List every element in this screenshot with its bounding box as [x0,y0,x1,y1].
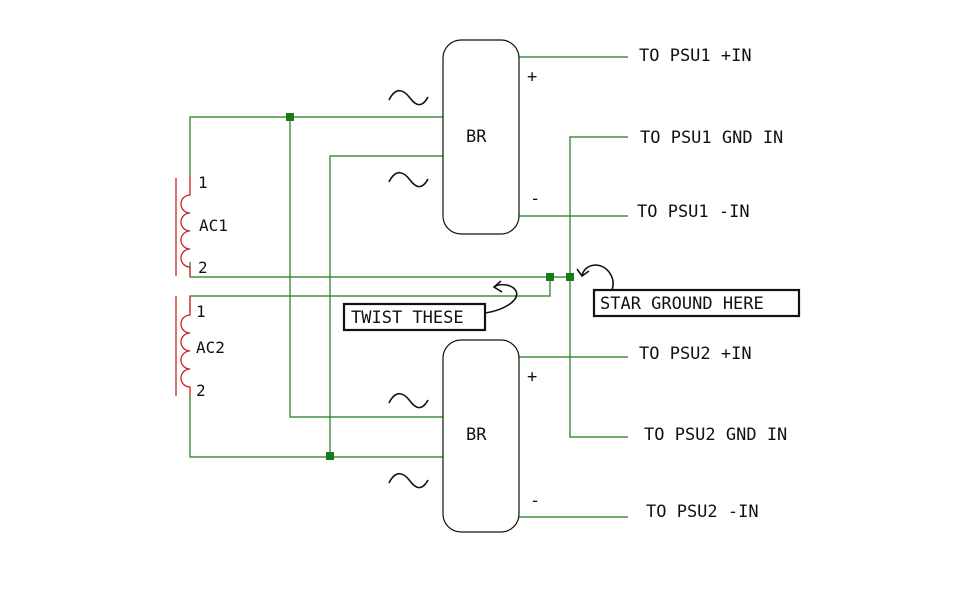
output-labels: TO PSU1 +IN TO PSU1 GND IN TO PSU1 -IN T… [637,46,787,522]
bridge-label: BR [466,425,487,445]
wire-ac1-pin1 [189,116,450,176]
junction-dot-twist [546,273,554,281]
arrowhead-icon [576,268,590,278]
junction-dot-star-ground [566,273,574,281]
transformer-ac1: 1 AC1 2 [175,173,228,277]
bridge-rectifier-2: BR + - [388,339,540,533]
transformer-ac2: 1 AC2 2 [175,296,225,400]
junction-dot [326,452,334,460]
wire-ac1-pin2 [189,262,570,278]
wires [189,56,628,518]
ac-tilde-symbol [388,472,429,489]
psu1-minus-label: TO PSU1 -IN [637,202,750,222]
bridge-rectifier-1: BR + - [388,39,540,235]
bridge-minus-label: - [530,491,540,511]
ac1-name-label: AC1 [199,216,228,235]
ac1-pin2-label: 2 [198,258,208,277]
callout-box [592,288,801,318]
coil-winding [180,296,191,396]
ac1-pin1-label: 1 [198,173,208,192]
psu2-gnd-label: TO PSU2 GND IN [644,425,787,445]
ac2-pin2-label: 2 [196,381,206,400]
psu1-gnd-label: TO PSU1 GND IN [640,128,783,148]
ac-tilde-symbol [388,171,429,188]
junction-dot [286,113,294,121]
callout-twist-these: TWIST THESE [342,280,518,332]
ac2-pin1-label: 1 [196,302,206,321]
callout-star-ground: STAR GROUND HERE [576,264,801,318]
wire-ac2-pin2 [189,396,450,458]
arrowhead-icon [492,280,503,293]
callout-text: STAR GROUND HERE [600,294,764,314]
wire-br1-ac-bottom [329,155,450,456]
bridge-plus-label: + [527,67,537,87]
ac2-name-label: AC2 [196,338,225,357]
curved-arrow-icon [484,283,518,314]
coil-winding [180,176,191,276]
curved-arrow-icon [581,264,614,291]
psu2-minus-label: TO PSU2 -IN [646,502,759,522]
bridge-minus-label: - [530,189,540,209]
callout-text: TWIST THESE [351,308,464,328]
psu1-plus-label: TO PSU1 +IN [639,46,752,66]
bridge-body [442,39,520,235]
psu2-plus-label: TO PSU2 +IN [639,344,752,364]
wire-ground-bus [569,136,628,438]
callout-box [342,302,487,332]
ac-tilde-symbol [388,392,429,409]
bridge-label: BR [466,127,487,147]
ac-tilde-symbol [388,89,429,106]
bridge-body [442,339,520,533]
bridge-plus-label: + [527,367,537,387]
wire-br1-to-br2-ac-top [289,117,450,418]
